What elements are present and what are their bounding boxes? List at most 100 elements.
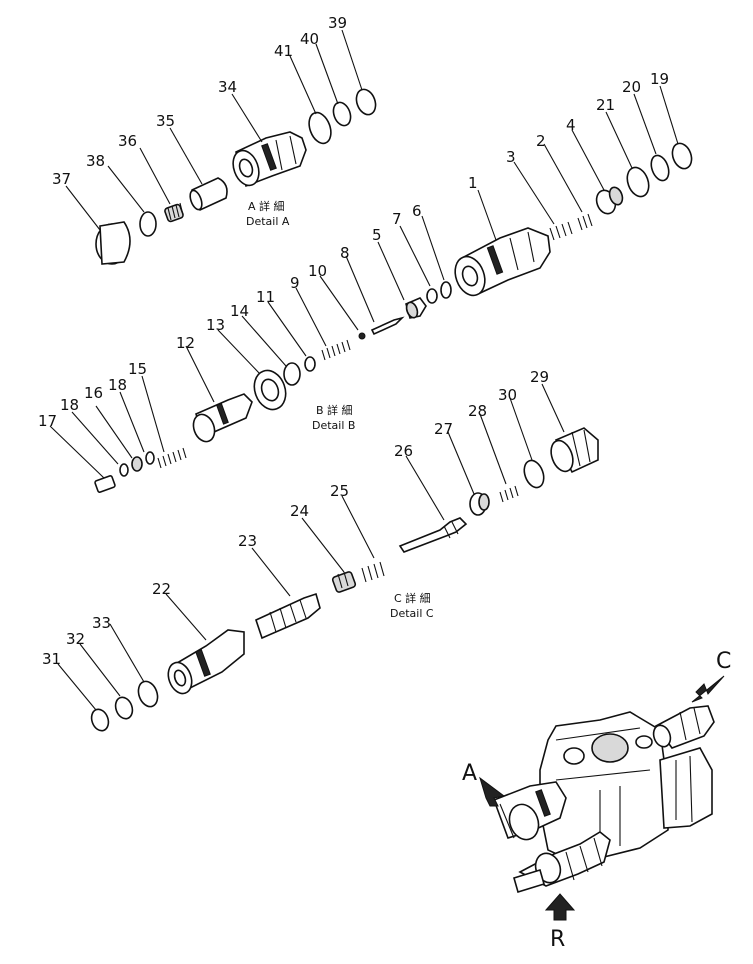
callout-26: 26 (394, 442, 413, 460)
callout-38: 38 (86, 152, 105, 170)
part-32-ring (114, 696, 134, 720)
callout-8: 8 (340, 244, 350, 262)
part-17-plug (94, 475, 116, 493)
callout-numbers: 1 2 3 4 5 6 7 8 9 10 11 12 13 14 15 16 1… (38, 14, 669, 668)
callout-34: 34 (218, 78, 237, 96)
leader-lines (49, 29, 679, 711)
part-18-ring-b (145, 451, 155, 465)
part-28-spring (499, 485, 519, 503)
part-1-valve-body (454, 227, 551, 297)
view-labels: C A R (462, 649, 731, 952)
callout-21: 21 (596, 96, 615, 114)
callout-25: 25 (330, 482, 349, 500)
main-valve-parts (454, 142, 693, 297)
callout-40: 40 (300, 30, 319, 48)
part-16-ring (131, 456, 143, 472)
callout-10: 10 (308, 262, 327, 280)
view-arrows (479, 675, 725, 921)
part-38-o-ring (139, 211, 157, 237)
callout-12: 12 (176, 334, 195, 352)
part-33-ring (137, 680, 159, 708)
detail-c-en: Detail C (390, 607, 434, 620)
part-37-cap (95, 221, 131, 265)
callout-6: 6 (412, 202, 422, 220)
callout-4: 4 (566, 116, 576, 134)
part-22-valve-body (167, 629, 245, 695)
part-24-sleeve (331, 571, 357, 593)
callout-24: 24 (290, 502, 309, 520)
callout-28: 28 (468, 402, 487, 420)
arrow-c-icon (691, 675, 725, 703)
callout-16: 16 (84, 384, 103, 402)
part-2-spring (577, 213, 593, 231)
callout-39: 39 (328, 14, 347, 32)
label-r: R (550, 927, 565, 952)
arrow-r-icon (544, 893, 576, 921)
part-26-spool (398, 517, 468, 553)
part-15-spring (157, 447, 187, 469)
detail-a-en: Detail A (246, 215, 290, 228)
part-5-seat (405, 297, 427, 319)
callout-22: 22 (152, 580, 171, 598)
detail-c-jp: C 詳 細 (394, 591, 431, 605)
callout-5: 5 (372, 226, 382, 244)
callout-32: 32 (66, 630, 85, 648)
part-34-valve (232, 131, 307, 188)
arrow-a-icon (479, 776, 506, 807)
callout-37: 37 (52, 170, 71, 188)
callout-36: 36 (118, 132, 137, 150)
detail-labels: A 詳 細 Detail A B 詳 細 Detail B C 詳 細 Deta… (246, 199, 434, 620)
part-27-seat (469, 492, 490, 516)
callout-27: 27 (434, 420, 453, 438)
callout-14: 14 (230, 302, 249, 320)
detail-b-jp: B 詳 細 (316, 403, 353, 417)
detail-b-en: Detail B (312, 419, 355, 432)
label-a: A (462, 761, 477, 786)
callout-29: 29 (530, 368, 549, 386)
part-21-ring (626, 166, 650, 198)
part-7-ring (426, 288, 438, 304)
part-39-ring (355, 88, 377, 116)
part-18-ring-a (119, 463, 129, 477)
callout-18-a: 18 (60, 396, 79, 414)
callout-35: 35 (156, 112, 175, 130)
part-30-ring (523, 459, 545, 489)
callout-17: 17 (38, 412, 57, 430)
part-41-ring (308, 111, 332, 145)
callout-20: 20 (622, 78, 641, 96)
detail-b-parts (94, 281, 452, 493)
part-13-nut (253, 369, 287, 411)
detail-a-parts (95, 88, 377, 265)
callout-2: 2 (536, 132, 546, 150)
assembled-valve-view (492, 705, 715, 894)
callout-3: 3 (506, 148, 516, 166)
part-25-spring (361, 561, 385, 583)
callout-30: 30 (498, 386, 517, 404)
part-31-ring (90, 708, 110, 732)
part-11-plug (304, 356, 316, 372)
detail-c-parts (90, 427, 599, 732)
part-14-ring (283, 362, 301, 386)
callout-13: 13 (206, 316, 225, 334)
part-35-piston (189, 177, 228, 211)
part-4-poppet (595, 186, 624, 215)
part-23-spool (255, 592, 321, 640)
callout-1: 1 (468, 174, 478, 192)
part-20-ring (650, 154, 670, 182)
part-19-ring (671, 142, 693, 170)
detail-a-jp: A 詳 細 (248, 199, 285, 213)
callout-15: 15 (128, 360, 147, 378)
callout-31: 31 (42, 650, 61, 668)
callout-9: 9 (290, 274, 300, 292)
part-29-cap (550, 427, 599, 474)
part-9-spring (321, 339, 351, 361)
part-10-ball (358, 332, 366, 340)
callout-23: 23 (238, 532, 257, 550)
callout-11: 11 (256, 288, 275, 306)
callout-18-b: 18 (108, 376, 127, 394)
part-6-ring (440, 281, 452, 299)
callout-7: 7 (392, 210, 402, 228)
callout-33: 33 (92, 614, 111, 632)
part-8-needle (370, 316, 405, 336)
